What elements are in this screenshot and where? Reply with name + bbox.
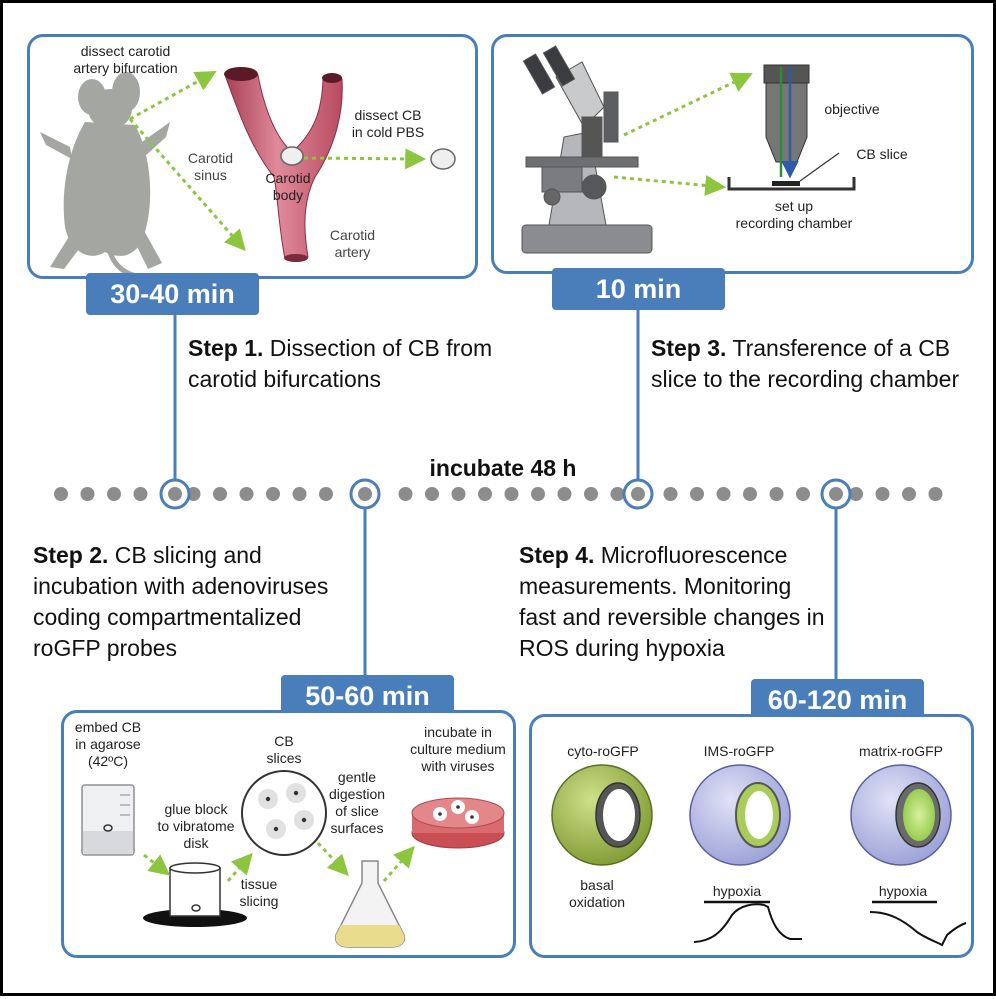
label-dissect-cb: dissect CB in cold PBS — [351, 107, 425, 140]
timeline-marker-step4 — [820, 478, 852, 510]
timeline-dot — [769, 487, 784, 501]
objective-lens — [765, 82, 808, 163]
matrix-roGFP-cell — [850, 764, 952, 866]
panel-slicing-incubation: embed CB in agarose (42ºC) glue block to… — [61, 710, 516, 958]
label-cb-slices: CB slices — [266, 733, 302, 766]
timeline-dot — [292, 487, 307, 501]
label-carotid-sinus: Carotid sinus — [187, 150, 234, 183]
timeline-dots — [54, 487, 943, 501]
cb-slices-dish — [241, 770, 327, 856]
timeline-marker-step2 — [349, 478, 381, 510]
step1-text: Dissection of CB from carotid bifurcatio… — [188, 335, 493, 392]
step3-description: Step 3. Transference of a CB slice to th… — [651, 333, 981, 395]
step2-number: Step 2. — [33, 542, 109, 568]
timeline-dot — [716, 487, 731, 501]
ims-roGFP-cell — [689, 764, 791, 866]
timeline-dot — [266, 487, 280, 501]
timeline-dot — [796, 487, 810, 501]
timeline-label: incubate 48 h — [429, 455, 577, 481]
time-badge-step1: 30-40 min — [86, 273, 259, 315]
step4-number: Step 4. — [519, 542, 595, 568]
microscope — [521, 45, 653, 254]
mitochondria-illustration — [551, 764, 967, 947]
label-tissue-slicing: tissue slicing — [239, 876, 279, 909]
cyto-roGFP-cell — [551, 764, 653, 866]
label-matrix-roGFP: matrix-roGFP — [859, 743, 943, 759]
label-cb-slice: CB slice — [856, 146, 908, 162]
label-objective: objective — [824, 101, 880, 117]
step2-description: Step 2. CB slicing and incubation with a… — [33, 540, 353, 664]
digestion-flask — [334, 860, 406, 948]
step4-description: Step 4. Microfluorescence measurements. … — [519, 540, 829, 664]
label-basal-oxidation: basal oxidation — [568, 877, 626, 910]
matrix-trace — [869, 911, 967, 947]
dissection-illustration — [40, 67, 456, 276]
timeline-dot — [610, 487, 625, 501]
microscope-illustration — [521, 45, 856, 254]
label-hypoxia-matrix: hypoxia — [878, 883, 928, 899]
agarose-beaker — [81, 784, 135, 856]
timeline-dot — [107, 487, 121, 501]
recording-chamber — [727, 177, 856, 191]
timeline-dot — [531, 487, 545, 501]
carotid-body-isolated — [430, 148, 456, 170]
timeline-dot — [451, 487, 466, 501]
slicing-illustration — [81, 770, 505, 948]
carotid-artery — [224, 68, 343, 260]
ims-trace — [693, 903, 802, 943]
timeline-dot — [902, 487, 916, 501]
timeline-dot — [504, 487, 519, 501]
timeline-marker-step3 — [622, 478, 654, 510]
label-hypoxia-ims: hypoxia — [712, 883, 762, 899]
time-badge-step3: 10 min — [552, 268, 725, 310]
timeline-dot — [398, 487, 413, 501]
label-carotid-body: Carotid body — [265, 170, 311, 203]
timeline-dot — [663, 487, 678, 501]
panel-microfluorescence: cyto-roGFP IMS-roGFP matrix-roGFP basal … — [529, 714, 974, 958]
panel-recording-setup: objective CB slice set up recording cham… — [491, 34, 974, 274]
step1-description: Step 1. Dissection of CB from carotid bi… — [188, 333, 518, 395]
timeline-marker-step1 — [159, 478, 191, 510]
label-embed: embed CB in agarose (42ºC) — [74, 719, 142, 769]
culture-petri-dish — [411, 797, 505, 849]
label-recording-chamber: set up recording chamber — [735, 198, 853, 231]
timeline-dot — [743, 487, 757, 501]
vibratome-disk — [143, 862, 247, 927]
timeline-dot — [80, 487, 95, 501]
timeline-dot — [690, 487, 704, 501]
label-dissect-bifurcation: dissect carotid artery bifurcation — [73, 43, 178, 76]
step2-text: CB slicing and incubation with adenoviru… — [33, 542, 329, 661]
carotid-body-in-situ — [280, 146, 304, 166]
label-glue-block: glue block to vibratome disk — [157, 801, 235, 851]
timeline-dot — [557, 487, 572, 501]
step4-text: Microfluorescence measurements. Monitori… — [519, 542, 825, 661]
timeline-dot — [875, 487, 890, 501]
label-digestion: gentle digestion of slice surfaces — [328, 769, 386, 836]
step3-text: Transference of a CB slice to the record… — [651, 335, 960, 392]
timeline-dot — [425, 487, 439, 501]
timeline-dot — [186, 487, 201, 501]
timeline-dot — [319, 487, 333, 501]
step3-number: Step 3. — [651, 335, 727, 361]
timeline-dot — [928, 487, 943, 501]
timeline-dot — [239, 487, 254, 501]
panel-dissection: dissect carotid artery bifurcation disse… — [27, 34, 478, 279]
label-cyto-roGFP: cyto-roGFP — [567, 743, 639, 759]
label-carotid-artery: Carotid artery — [329, 227, 376, 260]
label-incubate: incubate in culture medium with viruses — [410, 724, 506, 774]
timeline-dot — [849, 487, 863, 501]
timeline-dot — [213, 487, 227, 501]
mouse-silhouette — [40, 72, 170, 276]
step1-number: Step 1. — [188, 335, 264, 361]
label-ims-roGFP: IMS-roGFP — [703, 743, 775, 759]
timeline-dot — [584, 487, 598, 501]
timeline-dot — [133, 487, 148, 501]
timeline-dot — [478, 487, 492, 501]
timeline-dot — [54, 487, 68, 501]
